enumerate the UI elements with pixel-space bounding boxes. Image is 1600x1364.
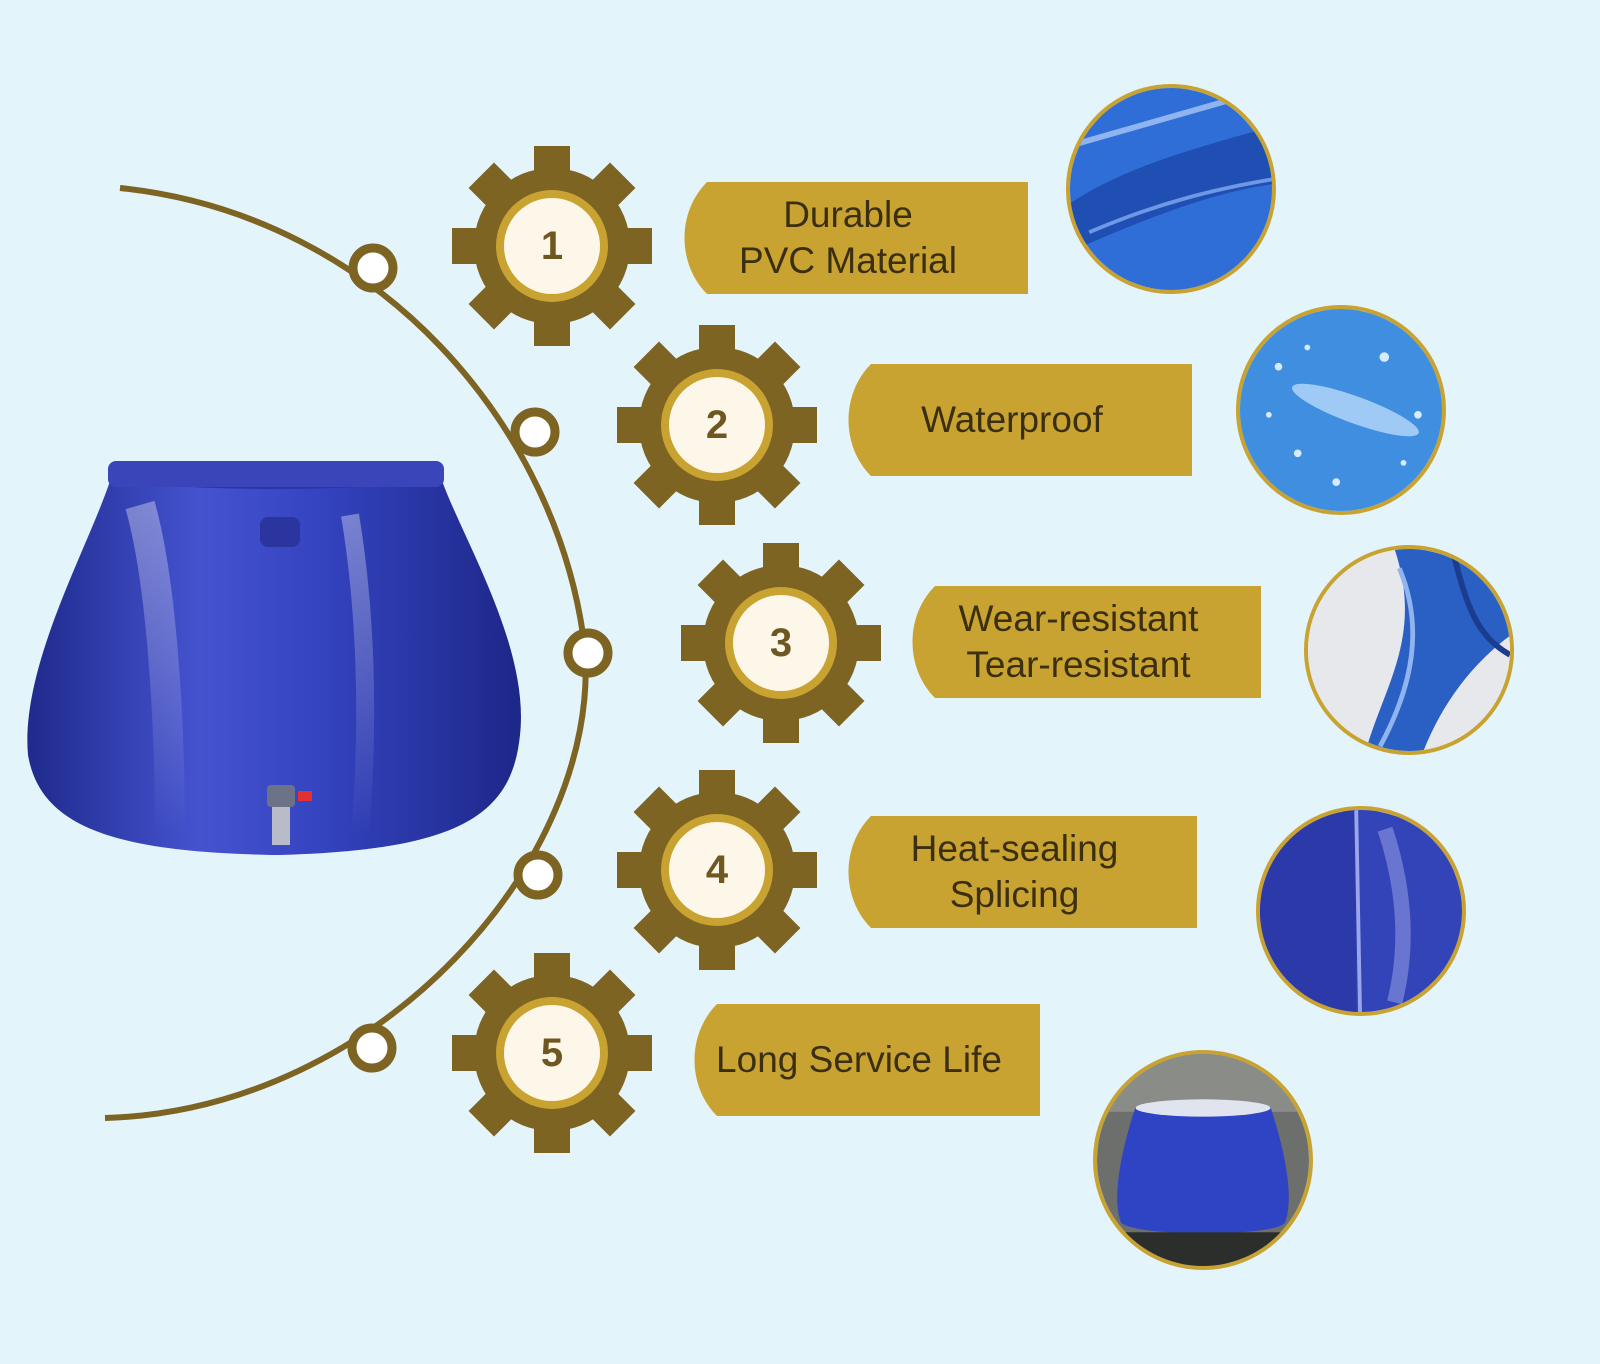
arc-dot-1 <box>348 243 398 293</box>
feature-banner-1: Durable PVC Material <box>667 182 1028 294</box>
feature-number: 4 <box>705 847 729 892</box>
gear-icon <box>452 146 652 346</box>
gear-icon <box>617 325 817 525</box>
feature-number: 3 <box>769 620 793 665</box>
gear-icon <box>681 543 881 743</box>
thumbnail-seam <box>1256 806 1466 1016</box>
feature-banner-2: Waterproof <box>831 364 1192 476</box>
feature-banner-5: Long Service Life <box>677 1004 1040 1116</box>
thumbnail-tank-in-use <box>1093 1050 1313 1270</box>
arc-dot-4 <box>513 850 563 900</box>
gear-3: 3 <box>681 543 881 743</box>
gear-icon <box>617 770 817 970</box>
feature-number: 5 <box>540 1030 564 1075</box>
gear-5: 5 <box>452 953 652 1153</box>
feature-label: Heat-sealing Splicing <box>910 828 1119 915</box>
thumbnail-twisted-fabric <box>1304 545 1514 755</box>
arc-dot-5 <box>347 1023 397 1073</box>
feature-label: Durable PVC Material <box>739 194 957 281</box>
arc-dots <box>347 243 613 1073</box>
gear-1: 1 <box>452 146 652 346</box>
feature-label: Wear-resistant Tear-resistant <box>958 598 1199 685</box>
feature-banner-4: Heat-sealing Splicing <box>831 816 1197 928</box>
feature-banner-3: Wear-resistant Tear-resistant <box>895 586 1261 698</box>
gear-2: 2 <box>617 325 817 525</box>
arc-dot-3 <box>563 628 613 678</box>
feature-label: Long Service Life <box>716 1039 1002 1080</box>
gear-icon <box>452 953 652 1153</box>
feature-label: Waterproof <box>921 399 1103 440</box>
feature-number: 1 <box>540 223 564 268</box>
arc-dot-2 <box>510 407 560 457</box>
gear-4: 4 <box>617 770 817 970</box>
thumbnail-water-droplets <box>1236 305 1446 515</box>
feature-number: 2 <box>705 402 729 447</box>
thumbnail-pvc-fabric <box>1066 84 1276 294</box>
tank-product-image <box>27 461 521 855</box>
